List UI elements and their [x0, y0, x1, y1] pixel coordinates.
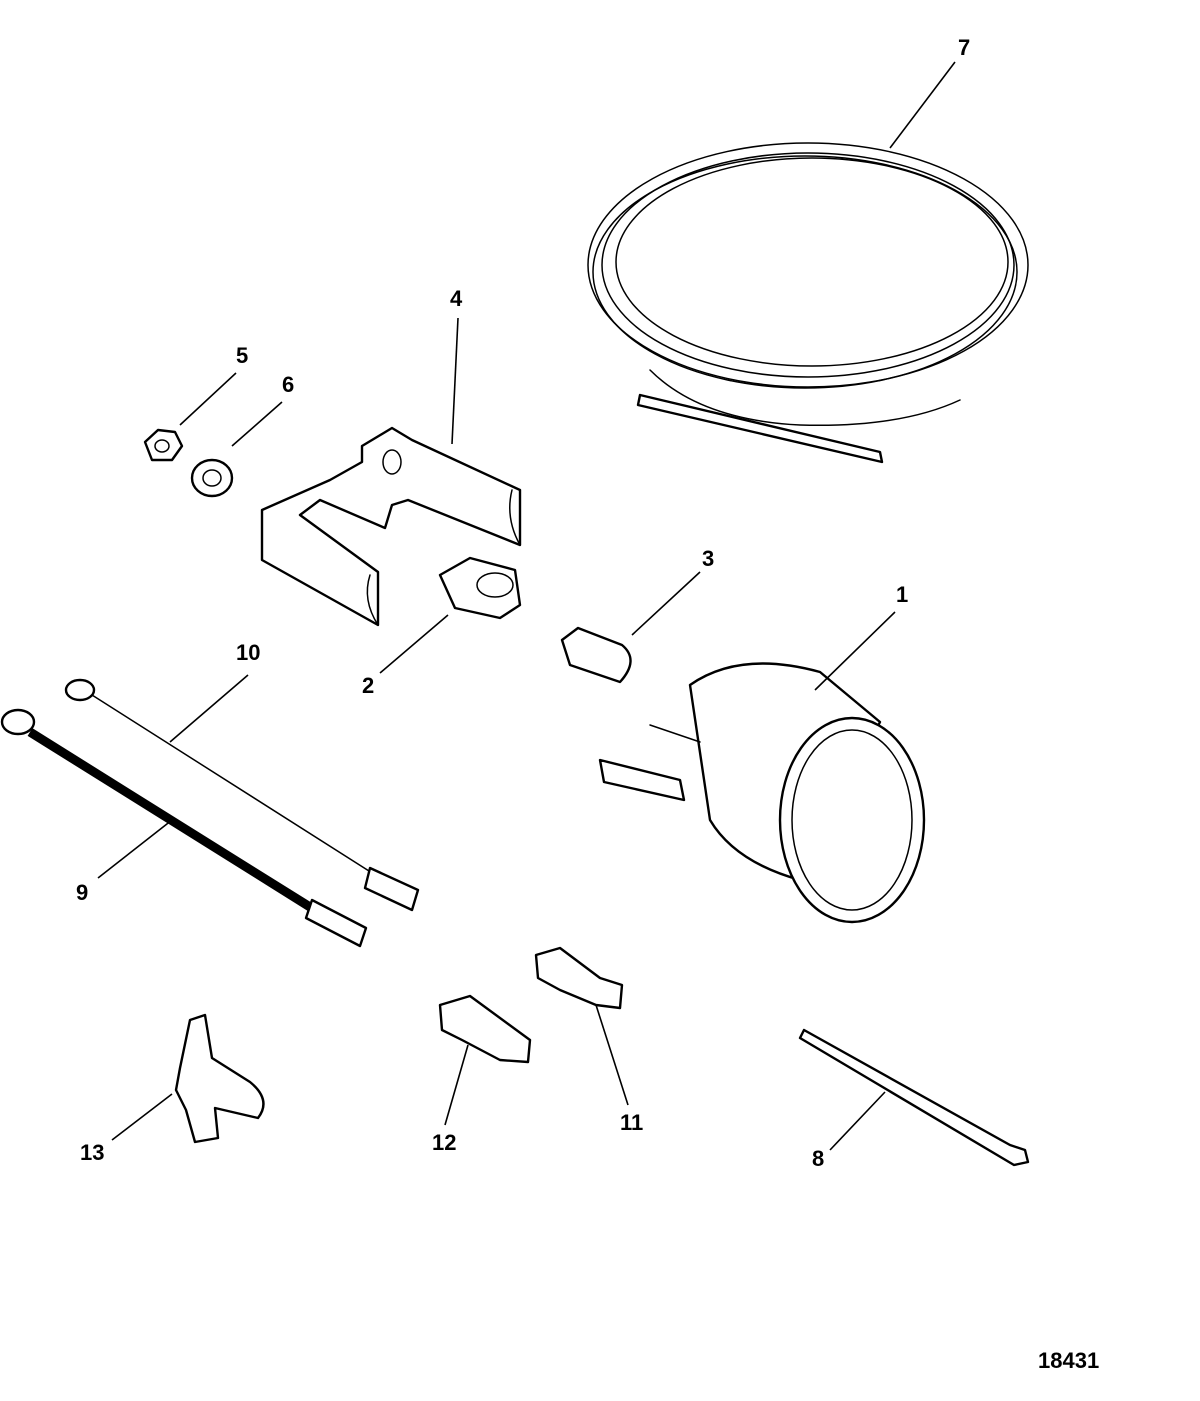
part-10-wire-lead: [64, 678, 420, 912]
callout-13: 13: [80, 1140, 104, 1165]
callout-2: 2: [362, 673, 374, 698]
callout-4: 4: [450, 286, 463, 311]
callout-12: 12: [432, 1130, 456, 1155]
part-9-black-wire-lead: [0, 708, 368, 948]
callout-11: 11: [620, 1110, 643, 1135]
part-1-gauge: [598, 662, 926, 924]
part-3-bulb: [560, 626, 632, 684]
part-4-bracket: [260, 426, 522, 627]
part-13-tee-fitting: [174, 1013, 265, 1144]
callout-6: 6: [282, 372, 294, 397]
callout-3: 3: [702, 546, 714, 571]
figure-number: 18431: [1038, 1348, 1099, 1373]
callout-labels: 7 4 5 6 3 1 10 2 9 11 12 13 8: [76, 35, 970, 1171]
part-12-fitting: [438, 994, 532, 1064]
callout-7: 7: [958, 35, 970, 60]
callout-10: 10: [236, 640, 260, 665]
part-5-nut: [143, 428, 184, 462]
callout-5: 5: [236, 343, 248, 368]
part-2-lamp-socket: [438, 556, 522, 620]
leader-lines: [97, 61, 956, 1151]
part-8-cable-tie: [798, 1028, 1030, 1167]
part-7-tubing-coil: [587, 142, 1029, 464]
callout-8: 8: [812, 1146, 824, 1171]
part-11-fitting: [534, 946, 624, 1010]
part-6-lock-washer: [190, 458, 234, 498]
callout-1: 1: [896, 582, 908, 607]
callout-9: 9: [76, 880, 88, 905]
